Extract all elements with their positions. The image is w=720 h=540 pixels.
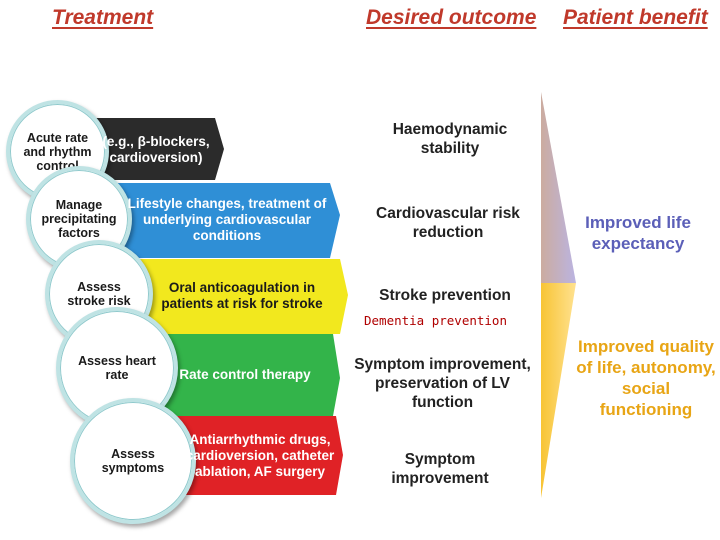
band-row-4 bbox=[125, 334, 340, 416]
outcome-haemodynamic-stability: Haemodynamic stability bbox=[392, 121, 508, 157]
band-row-2 bbox=[95, 183, 340, 258]
outcome-cv-risk-reduction: Cardiovascular risk reduction bbox=[376, 205, 520, 241]
band-text-2: Lifestyle changes, treatment of underlyi… bbox=[127, 196, 327, 243]
outcome-symptom-improvement: Symptom improvement bbox=[391, 451, 489, 487]
header-patient-benefit: Patient benefit bbox=[563, 6, 708, 29]
outcome-stroke-prevention: Stroke prevention bbox=[379, 287, 511, 304]
header-desired-outcome: Desired outcome bbox=[366, 6, 537, 29]
dementia-prevention-annotation: Dementia prevention bbox=[363, 313, 508, 328]
band-text-1: (e.g., β-blockers, cardioversion) bbox=[102, 133, 210, 165]
outcome-symptom-improvement-lv: Symptom improvement, preservation of LV … bbox=[354, 356, 531, 411]
band-text-4: Rate control therapy bbox=[179, 367, 311, 382]
benefit-life-expectancy: Improved life expectancy bbox=[585, 213, 691, 253]
benefit-arrow-upper bbox=[541, 92, 576, 283]
circle-symptoms: Assess symptoms bbox=[70, 398, 196, 524]
benefit-quality-of-life: Improved quality of life, autonomy, soci… bbox=[576, 337, 716, 419]
band-text-5: Antiarrhythmic drugs, cardioversion, cat… bbox=[185, 432, 335, 479]
band-row-3 bbox=[110, 259, 348, 334]
band-row-1 bbox=[85, 118, 224, 180]
header-treatment: Treatment bbox=[52, 6, 154, 29]
band-text-3: Oral anticoagulation in patients at risk… bbox=[161, 280, 323, 311]
benefit-arrow-lower bbox=[541, 283, 576, 498]
